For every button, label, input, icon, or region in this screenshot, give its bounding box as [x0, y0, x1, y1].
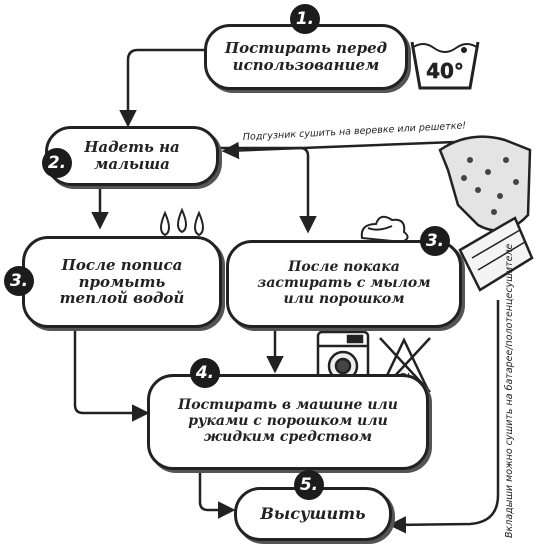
cloth-diaper-icon [438, 135, 532, 232]
arrow-4-to-5 [198, 463, 236, 519]
step-1-box: Постирать перед использованием [204, 24, 408, 90]
wash-temperature: 40° [426, 59, 464, 83]
step-5-text: Высушить [260, 504, 366, 524]
step-3b-text: После покака застирать с мылом или порош… [257, 259, 431, 307]
step-5-badge: 5. [294, 470, 324, 500]
arrow-3a-to-4 [73, 320, 150, 422]
diaper-insert-icon [458, 216, 534, 292]
water-drops-icon [160, 207, 204, 237]
arrow-2-to-3b [215, 146, 317, 234]
arrow-inserts-dry [388, 300, 500, 534]
step-1-text: Постирать перед использованием [224, 39, 388, 74]
wash-tub-icon [410, 41, 480, 90]
step-3b-box: После покака застирать с мылом или порош… [226, 240, 462, 328]
step-2-text: Надеть на малыша [84, 138, 180, 173]
arrow-1-to-2 [119, 48, 205, 128]
step-3b-badge: 3. [420, 226, 450, 256]
step-4-badge: 4. [190, 358, 220, 388]
step-4-text: Постирать в машине или руками с порошком… [178, 397, 398, 445]
wash-dot-icon [461, 47, 467, 53]
arrow-diaper-dry [221, 140, 456, 160]
step-2-badge: 2. [42, 148, 72, 178]
step-3a-box: После пописа промыть теплой водой [22, 236, 222, 328]
step-4-box: Постирать в машине или руками с порошком… [147, 374, 429, 470]
step-2-box: Надеть на малыша [45, 126, 219, 186]
step-3a-badge: 3. [4, 266, 34, 296]
step-1-badge: 1. [290, 4, 320, 34]
step-3a-text: После пописа промыть теплой водой [59, 255, 185, 308]
note-diaper-dry: Подгузник сушить на веревке или решетке! [243, 120, 467, 143]
foam-icon [360, 215, 409, 244]
note-inserts-dry: Вкладыши можно сушить на батарее/полотен… [504, 243, 515, 538]
